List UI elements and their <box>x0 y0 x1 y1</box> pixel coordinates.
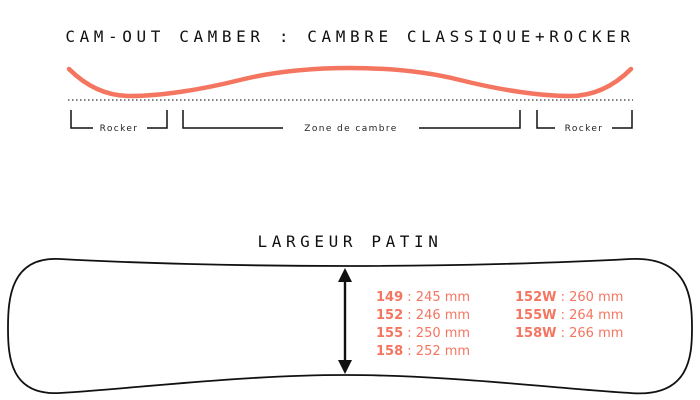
size-row: 152W : 260 mm <box>515 290 623 305</box>
size-row: 158 : 252 mm <box>376 344 470 359</box>
zone-bracket-camber <box>182 110 521 129</box>
zone-bracket-rocker-right <box>536 110 633 129</box>
size-row: 155W : 264 mm <box>515 308 623 323</box>
zone-label-rocker-right: Rocker <box>565 124 604 134</box>
size-list-left: 149 : 245 mm 152 : 246 mm 155 : 250 mm 1… <box>376 290 470 359</box>
width-title: LARGEUR PATIN <box>257 232 442 251</box>
size-row: 149 : 245 mm <box>376 290 470 305</box>
size-row: 155 : 250 mm <box>376 326 470 341</box>
zone-bracket-rocker-left <box>70 110 168 129</box>
board-outline <box>7 258 693 395</box>
zone-label-camber: Zone de cambre <box>304 124 397 134</box>
profile-title: CAM-OUT CAMBER : CAMBRE CLASSIQUE+ROCKER <box>65 27 634 46</box>
zone-label-rocker-left: Rocker <box>100 124 139 134</box>
width-double-arrow <box>338 268 352 374</box>
camber-profile-curve <box>66 65 634 99</box>
size-row: 152 : 246 mm <box>376 308 470 323</box>
size-row: 158W : 266 mm <box>515 326 623 341</box>
size-list-right: 152W : 260 mm 155W : 264 mm 158W : 266 m… <box>515 290 623 341</box>
